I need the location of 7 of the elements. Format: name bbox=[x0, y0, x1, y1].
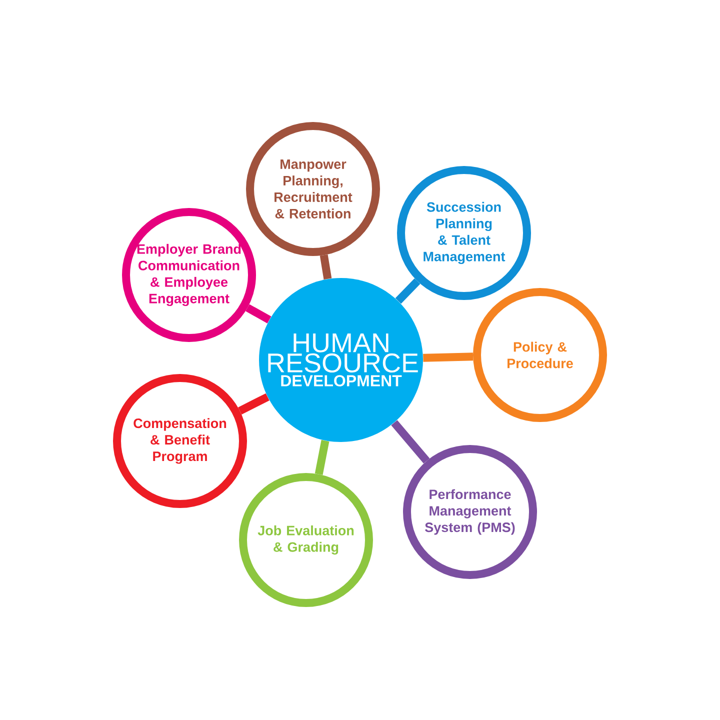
connector bbox=[423, 352, 474, 362]
connector bbox=[320, 254, 332, 280]
connector bbox=[238, 393, 270, 414]
connector bbox=[314, 440, 330, 475]
connector bbox=[391, 420, 430, 464]
connector bbox=[246, 304, 272, 324]
connector bbox=[395, 278, 420, 304]
